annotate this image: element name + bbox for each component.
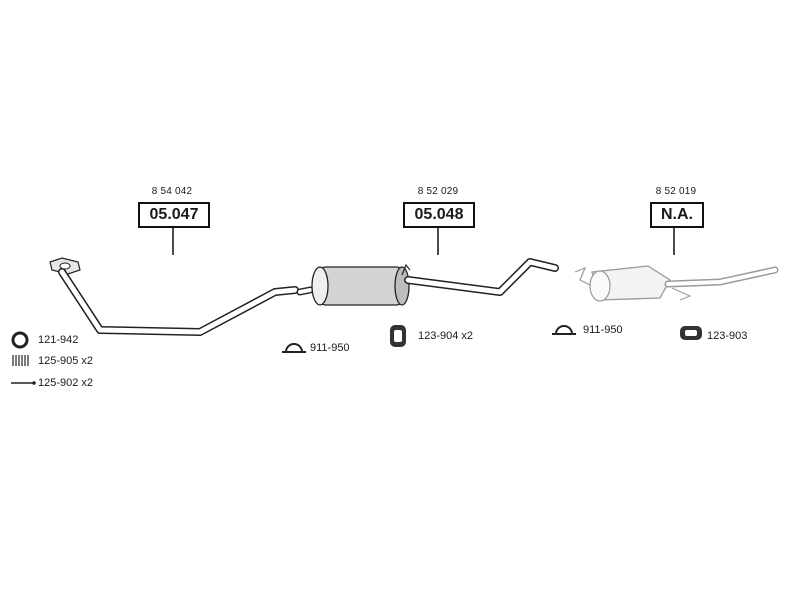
clamp-icon-1	[282, 343, 306, 353]
rubber-mount-icon-1	[390, 325, 406, 347]
label-bolt[interactable]: 125-902 x2	[38, 377, 94, 389]
bolt-icon	[11, 381, 36, 385]
rubber-mount-icon-2	[680, 326, 702, 340]
hanger-bracket	[401, 263, 411, 276]
oe-number-rear-silencer: 8 52 019	[655, 186, 697, 197]
part-code-front-pipe[interactable]: 05.047	[138, 202, 210, 228]
label-seal-ring[interactable]: 121-942	[38, 334, 79, 346]
spring-icon	[12, 355, 29, 366]
middle-silencer-part	[296, 258, 559, 306]
rear-silencer-part	[574, 265, 779, 302]
front-pipe-part	[49, 257, 299, 336]
clamp-icon-2	[552, 325, 576, 335]
flange-hole	[59, 262, 71, 270]
part-code-rear-silencer[interactable]: N.A.	[650, 202, 704, 228]
oe-number-front-pipe: 8 54 042	[151, 186, 193, 197]
oe-number-middle-silencer: 8 52 029	[417, 186, 459, 197]
part-code-middle-silencer[interactable]: 05.048	[403, 202, 475, 228]
label-rubber-mount-2[interactable]: 123-903	[707, 330, 748, 342]
label-clamp-2[interactable]: 911-950	[583, 324, 623, 336]
label-clamp-1[interactable]: 911-950	[310, 342, 350, 354]
label-rubber-mount-1[interactable]: 123-904 x2	[418, 330, 474, 342]
seal-ring-icon	[11, 331, 29, 349]
silencer-body	[317, 266, 405, 306]
label-spring[interactable]: 125-905 x2	[38, 355, 94, 367]
